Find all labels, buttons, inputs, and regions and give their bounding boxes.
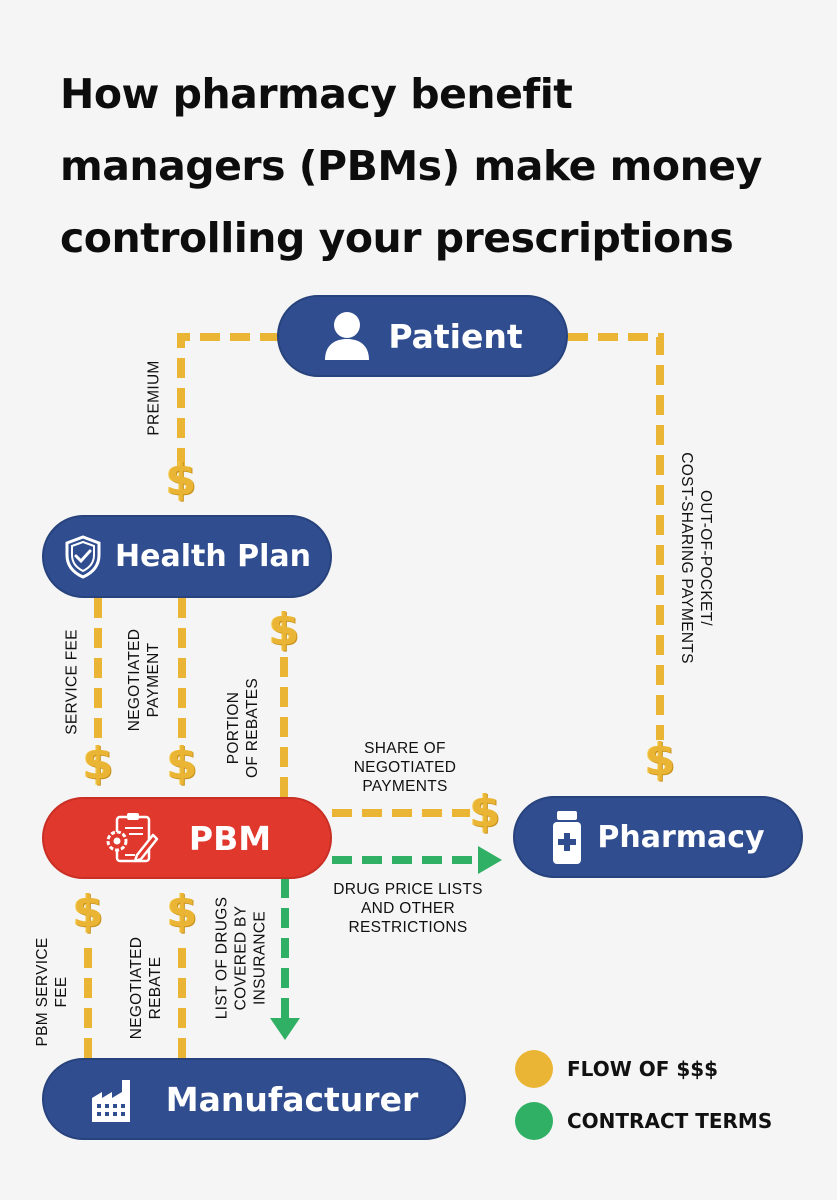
list-of-drugs-label: LIST OF DRUGS COVERED BY INSURANCE (213, 896, 269, 1020)
legend-label: CONTRACT TERMS (567, 1109, 773, 1133)
negotiated-payment-label: NEGOTIATED PAYMENT (126, 628, 162, 732)
dollar-icon: $ (166, 738, 198, 789)
arrow-head-down-icon (270, 1018, 300, 1040)
dollar-icon: $ (644, 734, 676, 785)
arrow-head-right-icon (478, 846, 502, 874)
legend-money-flow: FLOW OF $$$ (515, 1050, 718, 1088)
title-line-1: How pharmacy benefit (60, 70, 573, 118)
out-of-pocket-label: OUT-OF-POCKET/ COST-SHARING PAYMENTS (678, 452, 714, 664)
pharmacy-node: Pharmacy (513, 796, 803, 878)
title-line-3: controlling your prescriptions (60, 214, 734, 262)
pharmacy-label: Pharmacy (597, 819, 765, 855)
portion-of-rebates-label: PORTION OF REBATES (225, 677, 261, 779)
title-line-2: managers (PBMs) make money (60, 142, 762, 190)
legend-label: FLOW OF $$$ (567, 1057, 719, 1081)
pbm-label: PBM (188, 818, 272, 858)
factory-icon (90, 1076, 138, 1122)
patient-label: Patient (388, 316, 523, 356)
shield-check-icon (63, 534, 103, 579)
dollar-icon: $ (166, 886, 198, 937)
contract-terms-swatch-icon (515, 1102, 553, 1140)
manufacturer-label: Manufacturer (165, 1079, 419, 1119)
manufacturer-node: Manufacturer (42, 1058, 466, 1140)
patient-node: Patient (277, 295, 568, 377)
pbm-service-fee-label: PBM SERVICE FEE (34, 937, 70, 1047)
dollar-icon: $ (72, 886, 104, 937)
clipboard-gear-pencil-icon (103, 811, 159, 865)
out-of-pocket-flow-line (568, 333, 664, 740)
dollar-icon: $ (268, 604, 300, 655)
person-icon (322, 310, 372, 362)
share-of-negotiated-label: SHARE OF NEGOTIATED PAYMENTS (353, 740, 457, 795)
money-flow-swatch-icon (515, 1050, 553, 1088)
legend-contract-terms: CONTRACT TERMS (515, 1102, 772, 1140)
premium-flow-line (177, 333, 280, 470)
page-title: How pharmacy benefit managers (PBMs) mak… (60, 58, 820, 274)
dollar-icon: $ (82, 738, 114, 789)
dollar-icon: $ (165, 454, 197, 505)
service-fee-label: SERVICE FEE (63, 629, 81, 735)
drug-price-lists-label: DRUG PRICE LISTS AND OTHER RESTRICTIONS (333, 881, 483, 936)
premium-label: PREMIUM (145, 360, 163, 436)
dollar-icon: $ (469, 786, 501, 837)
pbm-node: PBM (42, 797, 332, 879)
health-plan-label: Health Plan (115, 539, 311, 574)
health-plan-node: Health Plan (42, 515, 332, 598)
negotiated-rebate-label: NEGOTIATED REBATE (128, 936, 164, 1040)
pill-bottle-icon (551, 809, 583, 865)
